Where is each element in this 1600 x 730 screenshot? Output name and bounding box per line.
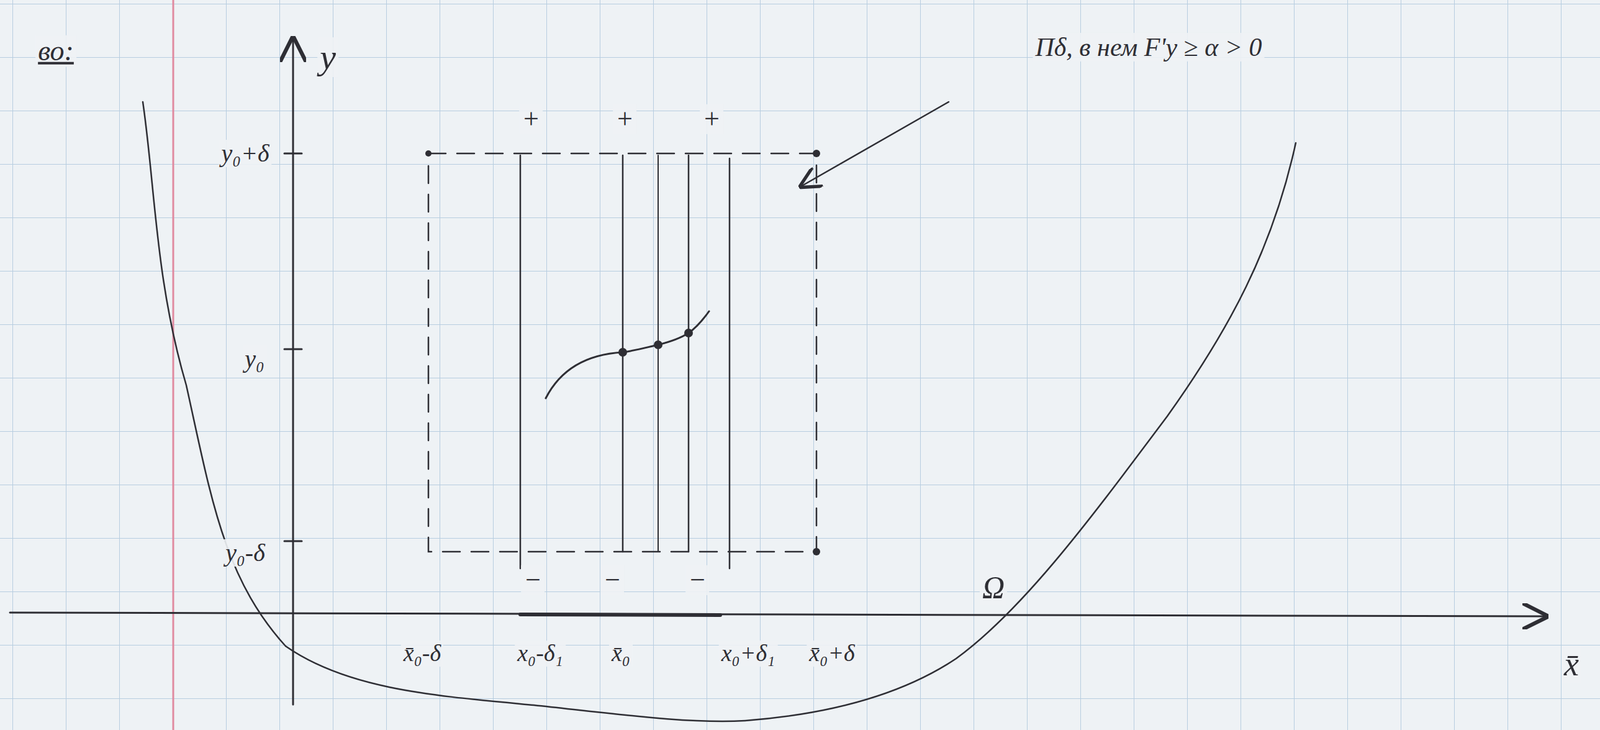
tick-label: y₀: [242, 345, 267, 373]
region-label: Ω: [979, 569, 1008, 605]
point: [653, 340, 663, 349]
sign-mark: −: [600, 564, 624, 595]
y-axis: [292, 38, 295, 705]
vertical-line: [728, 158, 731, 569]
x-axis: [9, 612, 1546, 616]
tick-label: x̄₀+δ: [806, 640, 857, 667]
heading-note: во:: [35, 35, 77, 68]
sign-mark: +: [519, 104, 543, 135]
corner-dot: [812, 547, 821, 556]
rectangle-pi-delta: [428, 153, 817, 552]
region-outline: [142, 101, 1296, 721]
tick-label: x₀+δ₁: [718, 640, 778, 667]
tick-label: y₀+δ: [218, 139, 272, 168]
tick-label: x̄₀: [609, 640, 633, 667]
tick-label: x̄₀-δ: [401, 640, 444, 667]
point: [684, 328, 693, 338]
tick: [284, 540, 302, 543]
sign-mark: +: [612, 104, 637, 135]
vertical-line: [519, 155, 522, 569]
corner-dot: [812, 149, 821, 158]
annotation: Πδ, в нем F'y ≥ α > 0: [1032, 32, 1265, 62]
axis-label: y: [317, 37, 339, 77]
function-curve: [545, 311, 710, 398]
vertical-line: [657, 155, 659, 552]
tick-label: x₀-δ₁: [514, 640, 566, 667]
leader-line: [800, 101, 949, 187]
sign-mark: −: [685, 564, 710, 595]
point: [618, 347, 628, 357]
vertical-line: [687, 155, 690, 552]
axis-label: x̄: [1561, 645, 1582, 683]
margin-line: [172, 0, 175, 730]
sign-mark: −: [520, 564, 545, 595]
tick: [284, 152, 302, 155]
interval: [520, 614, 721, 615]
tick-label: y₀-δ: [222, 538, 268, 567]
corner-dot: [425, 150, 432, 157]
sign-mark: +: [699, 104, 724, 135]
tick: [284, 348, 302, 351]
